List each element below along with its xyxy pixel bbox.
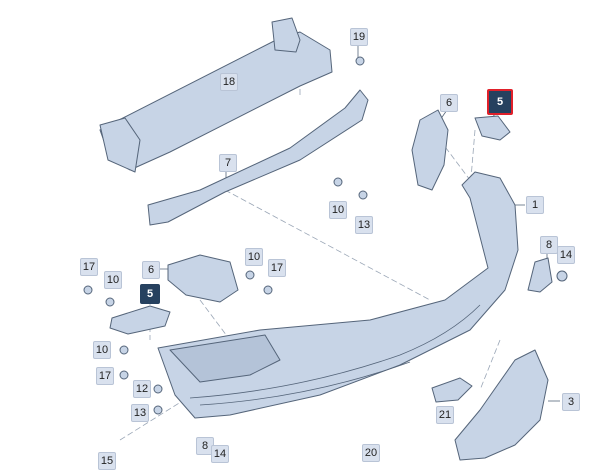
callout-20: 20	[362, 444, 380, 462]
part-21-clip	[431, 377, 473, 403]
part-10-screw-c	[105, 297, 115, 307]
part-6-mid-bracket	[167, 254, 239, 303]
part-1-inner-shadow	[169, 334, 281, 383]
callout-3: 3	[562, 393, 580, 411]
part-8-clip-right	[527, 257, 553, 293]
callout-13-b: 13	[131, 404, 149, 422]
callout-7: 7	[219, 154, 237, 172]
callout-13-a: 13	[355, 216, 373, 234]
part-17-screw-a	[83, 285, 93, 295]
part-3-side-bracket	[454, 349, 549, 461]
part-5-top-bracket	[474, 115, 511, 141]
bumper-details	[189, 304, 481, 406]
callout-10-b: 10	[245, 248, 263, 266]
part-10-screw-b	[245, 270, 255, 280]
part-6-top-bracket	[411, 109, 449, 191]
part-12-clip	[153, 384, 163, 394]
part-17-screw-b	[263, 285, 273, 295]
callout-10-d: 10	[93, 341, 111, 359]
callout-14-bottom: 14	[211, 445, 229, 463]
parts	[83, 17, 568, 461]
callout-12: 12	[133, 380, 151, 398]
callout-21: 21	[436, 406, 454, 424]
callout-14-right: 14	[557, 246, 575, 264]
callout-18: 18	[220, 73, 238, 91]
part-5-mid-bracket	[109, 305, 171, 335]
part-10-screw-d	[119, 345, 129, 355]
part-18-bracket-left	[99, 117, 141, 173]
part-14-nut-right	[556, 270, 568, 282]
part-10-screw-a	[333, 177, 343, 187]
callout-5-highlighted: 5	[487, 89, 513, 115]
callout-17-c: 17	[96, 367, 114, 385]
callout-5-mid: 5	[140, 284, 160, 304]
part-17-screw-c	[119, 370, 129, 380]
callout-6-top: 6	[440, 94, 458, 112]
callout-15: 15	[98, 452, 116, 470]
callout-17-b: 17	[268, 259, 286, 277]
callout-17-a: 17	[80, 258, 98, 276]
part-18-bracket-right	[271, 17, 301, 53]
callout-19: 19	[350, 28, 368, 46]
part-19-screw	[355, 56, 365, 66]
part-7-absorber	[147, 89, 369, 226]
part-13-screw-a	[358, 190, 368, 200]
callout-6-mid: 6	[142, 261, 160, 279]
callout-1: 1	[526, 196, 544, 214]
part-13-screw-b	[153, 405, 163, 415]
callout-8-right: 8	[540, 236, 558, 254]
callout-10-a: 10	[329, 201, 347, 219]
callout-10-c: 10	[104, 271, 122, 289]
